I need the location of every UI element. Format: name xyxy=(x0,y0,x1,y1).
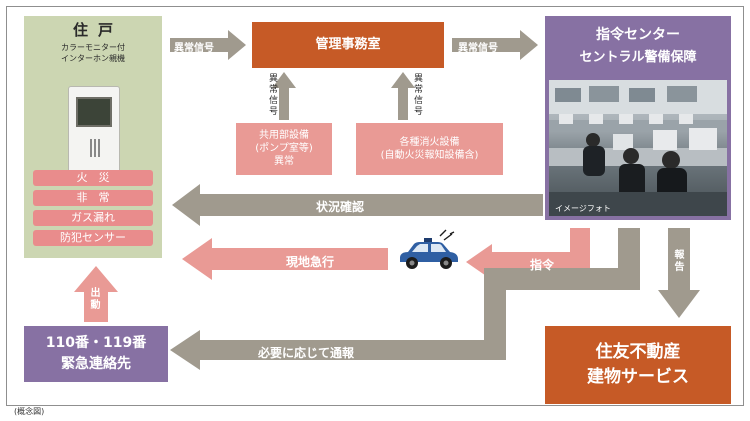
label-contact-as-needed: 必要に応じて通報 xyxy=(258,346,355,360)
label-abnormal-signal-2: 異常信号 xyxy=(458,43,498,54)
arrow-house-to-office xyxy=(170,30,246,60)
arrow-deploy xyxy=(74,266,118,322)
arrow-report xyxy=(658,228,700,318)
intercom-speaker xyxy=(90,139,100,157)
arrow-command xyxy=(466,228,590,280)
emergency-line2: 緊急連絡先 xyxy=(61,356,131,372)
arrow-status-check xyxy=(172,184,543,226)
patrol-car-icon xyxy=(400,229,458,269)
label-abnormal-signal-1: 異常信号 xyxy=(174,43,214,54)
management-office: 管理事務室 xyxy=(252,22,444,68)
label-report: 報告 xyxy=(674,250,685,273)
fire-facility-line2: (自動火災報知設備含) xyxy=(380,150,479,161)
sumitomo-building-service: 住友不動産 建物サービス xyxy=(545,326,731,404)
emergency-contacts: 110番・119番 緊急連絡先 xyxy=(24,326,168,382)
intercom-screen xyxy=(76,97,112,127)
control-room-photo: イメージフォト xyxy=(549,80,727,216)
label-abnormal-signal-v2: 異常信号 xyxy=(413,74,423,117)
center-title-1: 指令センター xyxy=(596,27,680,43)
photo-caption: イメージフォト xyxy=(555,204,611,213)
alarm-fire: 火 災 xyxy=(33,170,153,186)
house-panel: 住戸 カラーモニター付 インターホン親機 火 災 非 常 ガス漏れ 防犯センサー xyxy=(24,16,162,258)
common-facility-box: 共用部設備 (ポンプ室等) 異常 xyxy=(236,123,332,175)
house-subtitle-2: インターホン親機 xyxy=(61,54,125,63)
house-title: 住戸 xyxy=(72,21,123,39)
arrow-dispatch xyxy=(182,238,388,280)
label-abnormal-signal-v1: 異常信号 xyxy=(268,74,278,117)
sumitomo-line1: 住友不動産 xyxy=(595,342,681,362)
label-deploy: 出動 xyxy=(90,288,101,311)
common-facility-line2: (ポンプ室等) xyxy=(255,143,313,154)
arrow-common-to-office xyxy=(272,72,296,120)
emergency-line1: 110番・119番 xyxy=(45,335,147,351)
concept-caption: (概念図) xyxy=(14,407,45,416)
command-center: 指令センター セントラル警備保障 イメージフォト xyxy=(545,16,731,220)
fire-facility-box: 各種消火設備 (自動火災報知設備含) xyxy=(356,123,503,175)
common-facility-line1: 共用部設備 xyxy=(259,130,309,141)
label-status-check: 状況確認 xyxy=(316,200,365,214)
label-command: 指令 xyxy=(530,258,555,272)
common-facility-line3: 異常 xyxy=(274,156,294,167)
arrow-fire-to-office xyxy=(391,72,415,120)
alarm-gas-leak: ガス漏れ xyxy=(33,210,153,226)
house-subtitle-1: カラーモニター付 xyxy=(61,43,125,52)
alarm-security-sensor: 防犯センサー xyxy=(33,230,153,246)
alarm-emergency: 非 常 xyxy=(33,190,153,206)
arrow-contact xyxy=(170,228,640,370)
label-dispatch: 現地急行 xyxy=(286,255,335,269)
sumitomo-line2: 建物サービス xyxy=(587,367,689,387)
control-room-illustration xyxy=(549,80,727,216)
center-title-2: セントラル警備保障 xyxy=(579,50,697,65)
intercom-device xyxy=(68,86,120,178)
arrow-office-to-center xyxy=(452,30,538,60)
fire-facility-line1: 各種消火設備 xyxy=(399,137,460,148)
